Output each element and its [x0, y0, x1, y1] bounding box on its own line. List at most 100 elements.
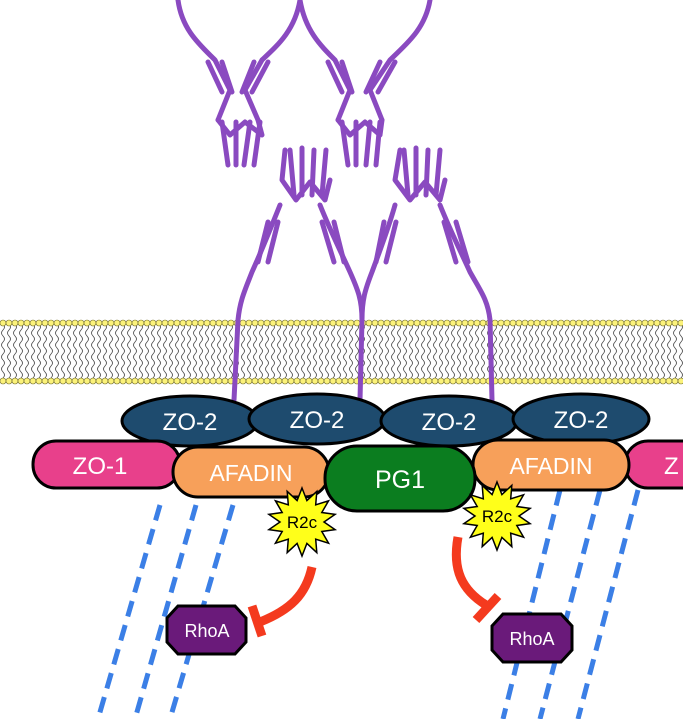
lipid-head	[89, 319, 97, 327]
lipid-head	[41, 377, 49, 385]
lipid-head	[293, 319, 301, 327]
lipid-head	[35, 377, 43, 385]
lipid-head	[65, 319, 73, 327]
rhoa-label-left: RhoA	[184, 621, 229, 641]
lipid-head	[71, 377, 79, 385]
lipid-head	[107, 319, 115, 327]
lipid-head	[425, 319, 433, 327]
lipid-head	[161, 319, 169, 327]
lipid-head	[413, 319, 421, 327]
lipid-head	[185, 377, 193, 385]
lipid-head	[95, 319, 103, 327]
inhibition-arrow-left	[247, 565, 317, 638]
lipid-head	[377, 377, 385, 385]
zo2-label-2: ZO-2	[290, 407, 345, 434]
lipid-head	[323, 377, 331, 385]
zo2-protein-1: ZO-2	[120, 394, 260, 448]
lipid-head	[581, 377, 589, 385]
lipid-head	[287, 377, 295, 385]
lipid-head	[275, 377, 283, 385]
lipid-head	[413, 377, 421, 385]
lipid-head	[119, 319, 127, 327]
lipid-head	[227, 319, 235, 327]
lipid-head	[605, 319, 613, 327]
lipid-head	[245, 319, 253, 327]
lipid-head	[245, 377, 253, 385]
lipid-head	[479, 377, 487, 385]
lipid-head	[611, 377, 619, 385]
lipid-head	[473, 377, 481, 385]
lipid-head	[299, 377, 307, 385]
lipid-head	[635, 377, 643, 385]
lipid-head	[23, 377, 31, 385]
lipid-head	[467, 319, 475, 327]
lipid-head	[47, 377, 55, 385]
lipid-heads-top	[0, 319, 683, 327]
lipid-head	[113, 377, 121, 385]
lipid-head	[665, 319, 673, 327]
lipid-head	[149, 377, 157, 385]
lipid-head	[491, 319, 499, 327]
lipid-head	[587, 377, 595, 385]
lipid-head	[317, 319, 325, 327]
r2c-label-right: R2c	[482, 507, 513, 526]
rhoa-right: RhoA	[490, 612, 574, 664]
lipid-head	[389, 319, 397, 327]
pg1-protein: PG1	[323, 444, 477, 513]
lipid-head	[95, 377, 103, 385]
lipid-head	[155, 377, 163, 385]
lipid-head	[41, 319, 49, 327]
lipid-head	[521, 377, 529, 385]
lipid-head	[317, 377, 325, 385]
lipid-head	[353, 319, 361, 327]
lipid-head	[29, 377, 37, 385]
zo2-protein-3: ZO-2	[379, 394, 519, 448]
lipid-head	[203, 377, 211, 385]
lipid-head	[479, 319, 487, 327]
lipid-head	[365, 377, 373, 385]
zo2-protein-2: ZO-2	[247, 392, 387, 446]
zo2-label-1: ZO-2	[163, 409, 218, 436]
lipid-head	[653, 377, 661, 385]
lipid-head	[647, 319, 655, 327]
lipid-head	[395, 319, 403, 327]
lipid-head	[263, 377, 271, 385]
lipid-head	[185, 319, 193, 327]
lipid-head	[311, 319, 319, 327]
lipid-head	[263, 319, 271, 327]
zo2-protein-4: ZO-2	[511, 392, 651, 446]
lipid-head	[401, 319, 409, 327]
lipid-head	[533, 319, 541, 327]
lipid-head	[83, 319, 91, 327]
lipid-head	[365, 319, 373, 327]
lipid-head	[0, 377, 7, 385]
lipid-head	[431, 377, 439, 385]
lipid-head	[17, 377, 25, 385]
lipid-head	[137, 377, 145, 385]
lipid-head	[407, 319, 415, 327]
lipid-head	[113, 319, 121, 327]
lipid-head	[377, 319, 385, 327]
lipid-head	[149, 319, 157, 327]
lipid-head	[257, 377, 265, 385]
lipid-head	[293, 377, 301, 385]
lipid-head	[341, 319, 349, 327]
lipid-head	[137, 319, 145, 327]
lipid-head	[179, 319, 187, 327]
lipid-head	[623, 377, 631, 385]
lipid-head	[143, 319, 151, 327]
lipid-head	[599, 377, 607, 385]
lipid-head	[551, 377, 559, 385]
lipid-head	[509, 377, 517, 385]
lipid-head	[11, 319, 19, 327]
lipid-head	[257, 319, 265, 327]
lipid-head	[449, 377, 457, 385]
afadin-protein-left: AFADIN	[171, 445, 331, 499]
lipid-head	[71, 319, 79, 327]
lipid-head	[59, 319, 67, 327]
lipid-head	[599, 319, 607, 327]
lipid-head	[563, 377, 571, 385]
lipid-head	[617, 377, 625, 385]
lipid-head	[527, 319, 535, 327]
lipid-head	[155, 319, 163, 327]
